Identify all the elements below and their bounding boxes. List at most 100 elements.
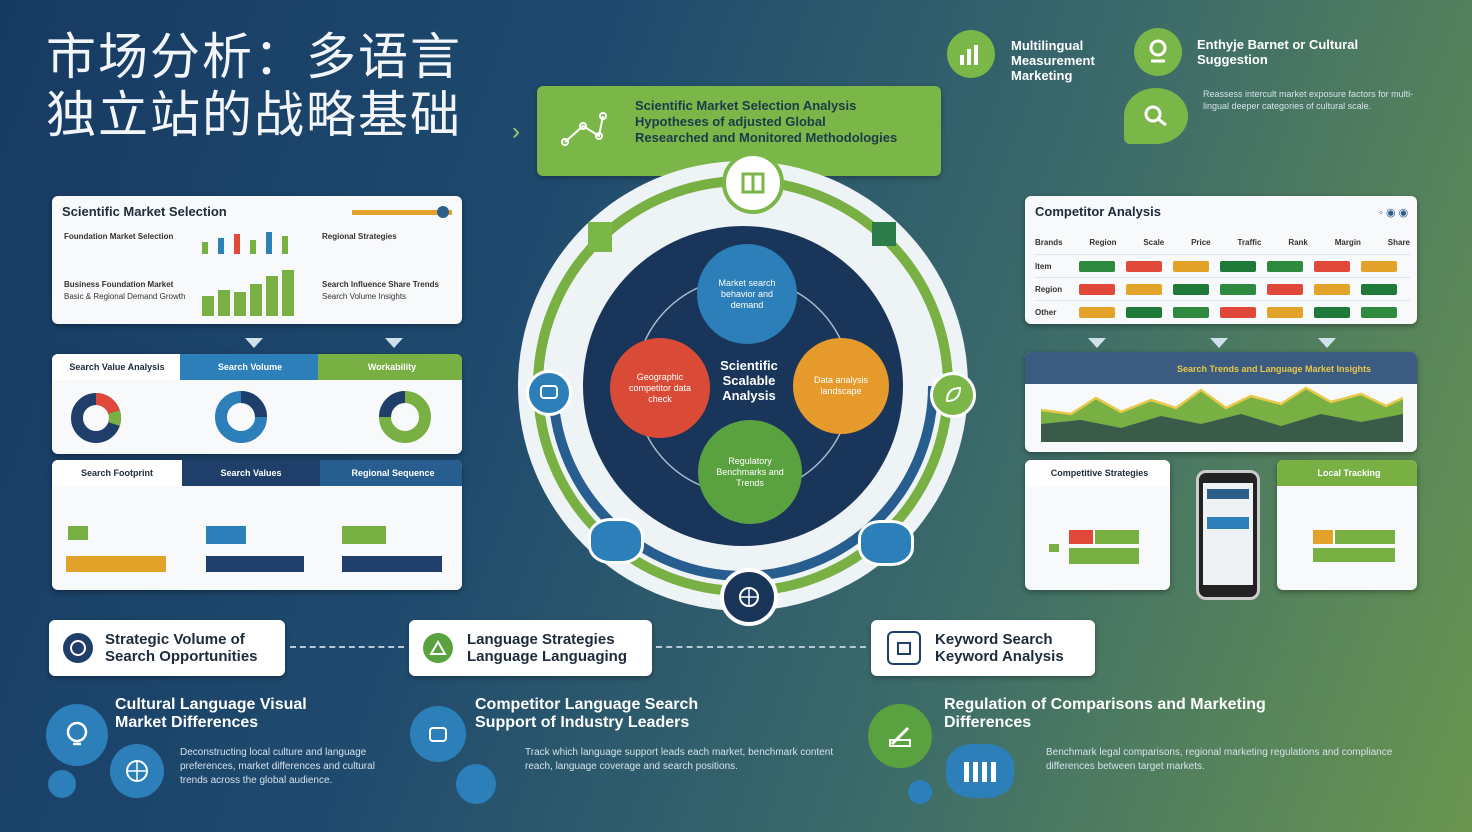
row1-right: Regional Strategies xyxy=(322,232,397,241)
globe-badge-icon-2 xyxy=(858,520,914,566)
chevron-down-icon xyxy=(1318,338,1336,348)
leaf-icon xyxy=(930,372,976,418)
heat-cell xyxy=(1267,283,1303,295)
competitor-col-header: Brands xyxy=(1035,238,1063,247)
trend-panel: Search Trends and Language Market Insigh… xyxy=(1025,352,1417,452)
title-line-1: 市场分析：多语言 xyxy=(46,28,462,86)
globe-badge-icon xyxy=(588,518,644,564)
growth-bar-chart xyxy=(202,266,302,321)
banner-line-2: Hypotheses of adjusted Global xyxy=(635,114,826,129)
heat-cell xyxy=(1126,306,1162,318)
view-icons[interactable]: ◦ ◉ ◉ xyxy=(1379,207,1409,219)
competitor-row-label: Item xyxy=(1035,261,1052,271)
mid-header-1: Search Value Analysis xyxy=(52,354,182,380)
mid-header-3: Workability xyxy=(318,354,462,380)
donut-chart-1 xyxy=(70,392,122,449)
heat-cell xyxy=(1173,260,1209,272)
competitor-row-label: Region xyxy=(1035,284,1063,294)
bar-chart-icon xyxy=(946,744,1014,798)
table-row: Region xyxy=(1035,277,1410,300)
heat-cell xyxy=(1314,306,1350,318)
market-selection-panel: Scientific Market Selection Foundation M… xyxy=(52,196,462,324)
row2-right-sub: Search Volume Insights xyxy=(322,292,407,301)
bottom-heading-3: Regulation of Comparisons and Marketing … xyxy=(944,696,1266,731)
tag-keyword-analysis[interactable]: Keyword Search Keyword Analysis xyxy=(871,620,1095,676)
donut-chart-2 xyxy=(214,390,268,449)
row1-label: Foundation Market Selection xyxy=(64,232,174,241)
trend-title: Search Trends and Language Market Insigh… xyxy=(1177,364,1372,374)
competitor-col-header: Price xyxy=(1191,238,1211,247)
bottom-text-1: Deconstructing local culture and languag… xyxy=(180,747,375,786)
globe-icon xyxy=(63,633,93,663)
person-icon xyxy=(456,764,496,804)
table-row: Item xyxy=(1035,254,1410,277)
heat-cell xyxy=(1126,283,1162,295)
network-icon xyxy=(559,106,607,157)
low-header-3: Regional Sequence xyxy=(320,460,462,486)
bubble-left-text: Geographic competitor data check xyxy=(628,371,692,404)
tag-language-strategies[interactable]: Language Strategies Language Languaging xyxy=(409,620,652,676)
blue-block xyxy=(206,526,246,544)
top-item-1: Multilingual Measurement Marketing xyxy=(1011,38,1095,83)
search-bubble-icon xyxy=(1124,88,1188,144)
heat-cell xyxy=(1220,283,1256,295)
bottom-text-3: Benchmark legal comparisons, regional ma… xyxy=(1046,747,1393,772)
dashed-connector-2 xyxy=(656,646,866,648)
heat-cell xyxy=(1361,306,1397,318)
globe-icon xyxy=(110,744,164,798)
bubble-bottom-text: Regulatory Benchmarks and Trends xyxy=(716,455,784,488)
bubble-bottom: Regulatory Benchmarks and Trends xyxy=(698,420,802,524)
heat-cell xyxy=(1079,283,1115,295)
small-dot-icon xyxy=(908,780,932,804)
globe-icon xyxy=(720,568,778,626)
tag-3-text: Keyword Search Keyword Analysis xyxy=(935,631,1064,665)
heat-cell xyxy=(1220,260,1256,272)
bubble-right-text: Data analysis landscape xyxy=(813,375,869,396)
bubble-left: Geographic competitor data check xyxy=(610,338,710,438)
bottom-heading-2: Competitor Language Search Support of In… xyxy=(475,696,699,731)
navy-bar-2 xyxy=(342,556,442,572)
green-block xyxy=(68,526,88,540)
bubble-top-text: Market search behavior and demand xyxy=(718,277,776,310)
competitor-col-header: Margin xyxy=(1334,238,1361,247)
table-row: Other xyxy=(1035,300,1410,323)
banner-line-3: Researched and Monitored Methodologies xyxy=(635,130,898,145)
phone-mockup xyxy=(1196,470,1260,600)
title-line-2: 独立站的战略基础 xyxy=(46,86,462,144)
mini-bar-chart-1 xyxy=(202,228,302,259)
chevron-down-icon xyxy=(245,338,263,348)
competitor-col-header: Scale xyxy=(1143,238,1165,247)
heat-cell xyxy=(1173,306,1209,318)
heat-cell xyxy=(1079,260,1115,272)
lightbulb-icon xyxy=(46,704,108,766)
tag-search-opportunities[interactable]: Strategic Volume of Search Opportunities xyxy=(49,620,285,676)
heat-cell xyxy=(1267,306,1303,318)
competitor-col-header: Share xyxy=(1387,238,1410,247)
row2-right: Search Influence Share Trends xyxy=(322,280,439,289)
heat-cell xyxy=(1220,306,1256,318)
bubble-top: Market search behavior and demand xyxy=(697,244,797,344)
location-pin-icon xyxy=(1134,28,1182,76)
heat-cell xyxy=(1314,283,1350,295)
competitor-row-label: Other xyxy=(1035,307,1057,317)
right-low-header-2: Local Tracking xyxy=(1277,460,1417,486)
mid-header-2: Search Volume xyxy=(180,354,320,380)
plant-icon xyxy=(588,222,612,252)
chat-icon xyxy=(48,770,76,798)
chevron-down-icon xyxy=(385,338,403,348)
row2-label: Business Foundation Market xyxy=(64,280,174,289)
local-tracking-card: Local Tracking xyxy=(1277,460,1417,590)
progress-bar xyxy=(352,210,452,215)
edit-icon xyxy=(868,704,932,768)
heat-cell xyxy=(1126,260,1162,272)
chevron-down-icon xyxy=(1088,338,1106,348)
competitor-col-header: Rank xyxy=(1288,238,1308,247)
heat-cell xyxy=(1079,306,1115,318)
plant-icon-2 xyxy=(872,222,896,246)
low-header-2: Search Values xyxy=(182,460,320,486)
green-block-2 xyxy=(342,526,386,544)
panel-title: Scientific Market Selection xyxy=(62,204,227,219)
bar-chart-icon xyxy=(947,30,995,78)
slider-knob[interactable] xyxy=(437,206,449,218)
